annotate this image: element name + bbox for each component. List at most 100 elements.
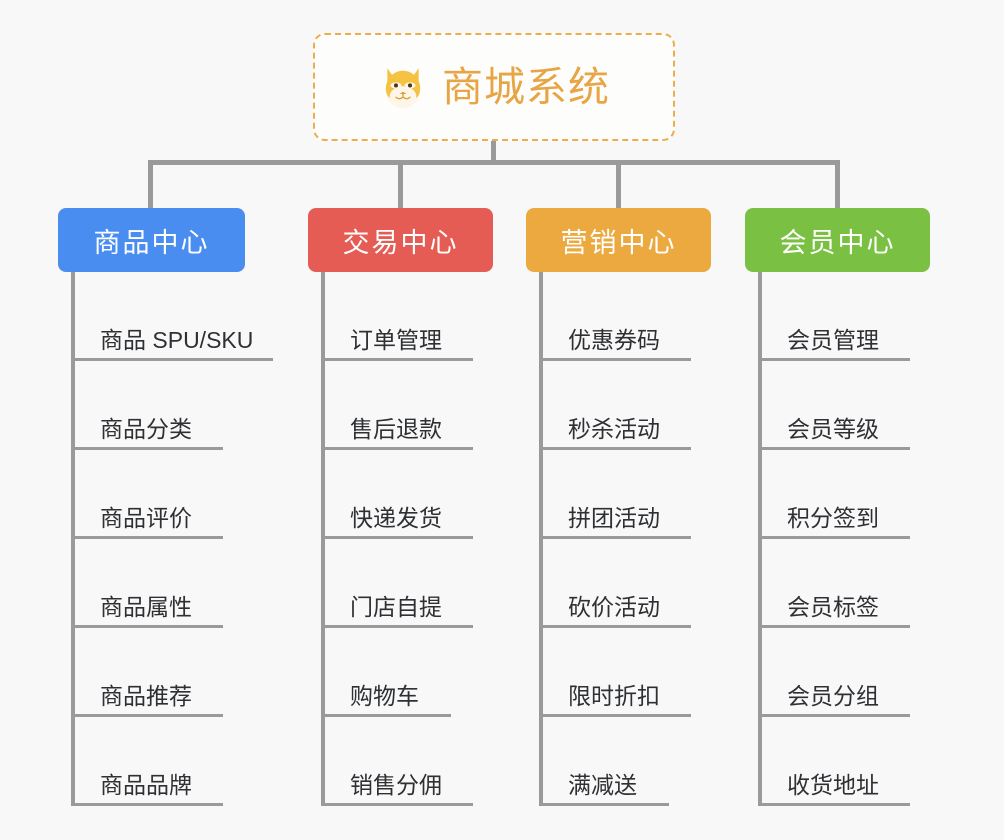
branch-header-3[interactable]: 营销中心 [526, 208, 711, 272]
leaf-underline [71, 447, 223, 450]
shiba-dog-face-icon [378, 62, 428, 112]
leaf-underline [321, 803, 473, 806]
leaf-underline [539, 625, 691, 628]
leaf-label: 积分签到 [787, 504, 879, 531]
leaf-label: 购物车 [350, 682, 419, 709]
leaf-label: 会员标签 [787, 593, 879, 620]
leaf-label: 收货地址 [787, 771, 879, 798]
leaf-underline [539, 447, 691, 450]
branch-spine-2 [321, 272, 325, 806]
branch-column-4: 会员中心会员管理会员等级积分签到会员标签会员分组收货地址 [745, 208, 930, 806]
leaf-underline [758, 447, 910, 450]
leaf-item[interactable]: 积分签到 [745, 450, 930, 539]
leaf-item[interactable]: 秒杀活动 [526, 361, 711, 450]
leaf-item[interactable]: 拼团活动 [526, 450, 711, 539]
leaf-item[interactable]: 商品评价 [58, 450, 245, 539]
leaf-label: 快递发货 [350, 504, 442, 531]
leaf-label: 会员分组 [787, 682, 879, 709]
leaf-item[interactable]: 会员标签 [745, 539, 930, 628]
leaf-item[interactable]: 销售分佣 [308, 717, 493, 806]
connector-drop-1 [148, 160, 153, 208]
leaf-item[interactable]: 限时折扣 [526, 628, 711, 717]
branch-spine-3 [539, 272, 543, 806]
leaf-item[interactable]: 商品属性 [58, 539, 245, 628]
leaf-label: 限时折扣 [568, 682, 660, 709]
leaf-underline [539, 803, 669, 806]
leaf-underline [71, 714, 223, 717]
branch-spine-4 [758, 272, 762, 806]
leaf-underline [321, 358, 473, 361]
leaf-item[interactable]: 商品推荐 [58, 628, 245, 717]
leaf-underline [758, 714, 910, 717]
root-title: 商城系统 [442, 63, 610, 110]
connector-drop-3 [616, 160, 621, 208]
leaf-label: 售后退款 [350, 415, 442, 442]
branch-header-2[interactable]: 交易中心 [308, 208, 493, 272]
branch-header-label: 商品中心 [93, 227, 210, 258]
leaf-label: 商品属性 [100, 593, 192, 620]
branch-header-4[interactable]: 会员中心 [745, 208, 930, 272]
leaf-item[interactable]: 会员管理 [745, 272, 930, 361]
leaf-item[interactable]: 订单管理 [308, 272, 493, 361]
leaf-list-2: 订单管理售后退款快递发货门店自提购物车销售分佣 [308, 272, 493, 806]
leaf-item[interactable]: 商品 SPU/SKU [58, 272, 273, 361]
leaf-label: 满减送 [568, 771, 637, 798]
branch-column-1: 商品中心商品 SPU/SKU 商品分类商品评价商品属性商品推荐商品品牌 [58, 208, 273, 806]
leaf-item[interactable]: 商品品牌 [58, 717, 245, 806]
branch-column-2: 交易中心订单管理售后退款快递发货门店自提购物车销售分佣 [308, 208, 493, 806]
leaf-label: 商品品牌 [100, 771, 192, 798]
leaf-underline [321, 447, 473, 450]
leaf-label: 商品评价 [100, 504, 192, 531]
leaf-label: 门店自提 [350, 593, 442, 620]
leaf-underline [321, 714, 451, 717]
branch-column-3: 营销中心优惠券码秒杀活动拼团活动砍价活动限时折扣满减送 [526, 208, 711, 806]
leaf-item[interactable]: 会员等级 [745, 361, 930, 450]
leaf-item[interactable]: 收货地址 [745, 717, 930, 806]
branch-header-label: 营销中心 [560, 227, 677, 258]
leaf-item[interactable]: 会员分组 [745, 628, 930, 717]
leaf-underline [71, 625, 223, 628]
connector-root-stem [491, 141, 496, 163]
leaf-label: 商品推荐 [100, 682, 192, 709]
leaf-item[interactable]: 门店自提 [308, 539, 493, 628]
leaf-item[interactable]: 满减送 [526, 717, 711, 806]
connector-horizontal-bus [148, 160, 840, 165]
leaf-item[interactable]: 售后退款 [308, 361, 493, 450]
leaf-underline [758, 358, 910, 361]
leaf-label: 会员管理 [787, 326, 879, 353]
leaf-underline [758, 803, 910, 806]
leaf-underline [71, 358, 273, 361]
leaf-item[interactable]: 快递发货 [308, 450, 493, 539]
leaf-label: 优惠券码 [568, 326, 660, 353]
branch-header-1[interactable]: 商品中心 [58, 208, 245, 272]
connector-drop-4 [835, 160, 840, 208]
leaf-label: 秒杀活动 [568, 415, 660, 442]
leaf-item[interactable]: 商品分类 [58, 361, 245, 450]
leaf-underline [758, 625, 910, 628]
leaf-label: 销售分佣 [350, 771, 442, 798]
leaf-list-4: 会员管理会员等级积分签到会员标签会员分组收货地址 [745, 272, 930, 806]
leaf-list-1: 商品 SPU/SKU 商品分类商品评价商品属性商品推荐商品品牌 [58, 272, 273, 806]
leaf-underline [539, 358, 691, 361]
root-node[interactable]: 商城系统 [313, 33, 675, 141]
leaf-underline [758, 536, 910, 539]
leaf-underline [539, 536, 691, 539]
leaf-label: 会员等级 [787, 415, 879, 442]
leaf-item[interactable]: 优惠券码 [526, 272, 711, 361]
leaf-item[interactable]: 购物车 [308, 628, 493, 717]
leaf-list-3: 优惠券码秒杀活动拼团活动砍价活动限时折扣满减送 [526, 272, 711, 806]
leaf-label: 订单管理 [350, 326, 442, 353]
leaf-item[interactable]: 砍价活动 [526, 539, 711, 628]
branch-spine-1 [71, 272, 75, 806]
leaf-label: 商品分类 [100, 415, 192, 442]
leaf-underline [71, 536, 223, 539]
leaf-underline [321, 536, 473, 539]
leaf-label: 拼团活动 [568, 504, 660, 531]
leaf-label: 砍价活动 [568, 593, 660, 620]
connector-drop-2 [398, 160, 403, 208]
leaf-underline [321, 625, 473, 628]
branch-header-label: 会员中心 [779, 227, 896, 258]
leaf-underline [539, 714, 691, 717]
leaf-underline [71, 803, 223, 806]
